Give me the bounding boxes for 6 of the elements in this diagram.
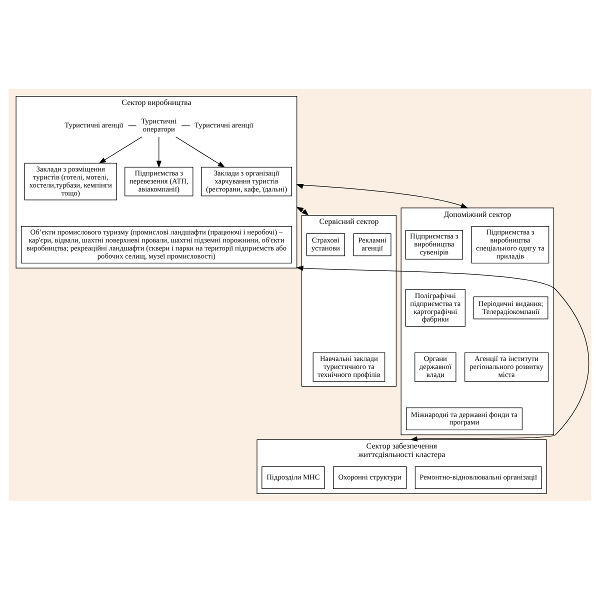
- arrow: [296, 184, 468, 208]
- arrow: [176, 136, 226, 168]
- arrow: [156, 136, 162, 168]
- arrow: [296, 266, 590, 442]
- arrow: [98, 136, 142, 164]
- arrow: [296, 206, 309, 216]
